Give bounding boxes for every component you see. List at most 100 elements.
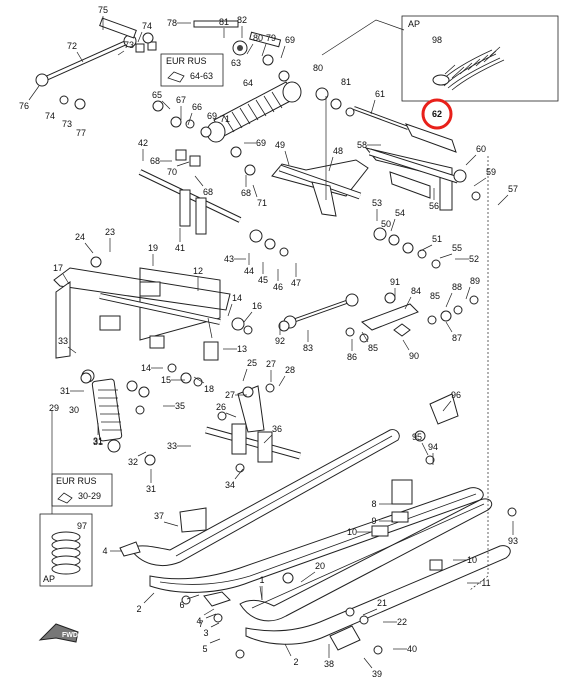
callout-26: 26 [216,402,237,418]
callout-85a: 85 [430,291,440,301]
callout-number: 94 [428,442,438,452]
callout-number: 20 [315,561,325,571]
leader-line [404,296,412,310]
callout-22: 22 [383,617,407,627]
callout-number: 17 [53,263,63,273]
callout-79: 79 [261,33,276,57]
leader-line [278,375,286,387]
callout-48: 48 [328,146,343,172]
callout-73a: 73 [117,40,134,56]
leader-line [280,45,286,59]
callout-number: 37 [154,511,164,521]
leader-line [161,100,171,110]
callout-43: 43 [224,254,246,264]
callout-number: 87 [452,333,462,343]
slide-rail-1 [239,498,493,622]
callout-number: 3 [203,628,208,638]
callout-number: 82 [237,15,247,25]
rod-83 [283,293,359,329]
callout-number: 24 [75,232,85,242]
callout-number: 48 [333,146,343,156]
highlight-62 [421,98,453,130]
callout-57: 57 [497,184,518,206]
callout-number: 1 [259,575,264,585]
callout-88: 88 [445,282,462,308]
callout-42: 42 [138,138,148,161]
callout-46: 46 [273,269,283,292]
callout-number: 22 [397,617,407,627]
callout-72: 72 [67,41,84,63]
callout-25: 25 [242,358,257,382]
callout-29: 29 [49,403,59,413]
callout-19: 19 [148,243,158,266]
callout-85b: 85 [361,331,378,353]
callout-number: 77 [76,128,86,138]
callout-45: 45 [258,262,268,285]
leader-line [163,521,179,527]
callout-1: 1 [259,575,265,600]
callout-20: 20 [300,561,325,583]
callout-number: 30 [69,405,79,415]
callout-13: 13 [223,344,247,354]
callout-number: 35 [175,401,185,411]
callout-number: 65 [152,90,162,100]
callout-49: 49 [275,140,290,166]
leader-line [421,442,429,456]
callout-58: 58 [357,140,381,150]
callout-number: 26 [216,402,226,412]
ap-inset-top: AP [321,15,559,102]
callout-number: 68 [203,187,213,197]
leader-line [442,400,452,412]
leader-line [361,331,369,343]
leader-line [300,571,316,583]
callout-36: 36 [263,424,282,444]
callout-number: 25 [247,358,257,368]
eur-rus-bottom-title: EUR RUS [56,476,97,486]
callout-17: 17 [53,263,70,285]
callout-number: 81 [219,17,229,27]
leader-line [246,43,254,55]
callout-number: 9 [371,516,376,526]
leader-line [234,468,244,480]
bolt-61 [353,106,409,130]
callout-8: 8 [371,499,393,509]
leader-line [390,218,396,232]
callout-86: 86 [347,339,357,362]
callout-number: 42 [138,138,148,148]
callout-27b: 27 [225,390,247,400]
callout-10b: 10 [453,555,477,565]
callout-number: 32 [128,457,138,467]
callout-23: 23 [105,227,115,252]
upper-linkage [35,17,282,87]
callout-number: 2 [293,657,298,667]
callout-39: 39 [363,657,382,679]
eur-rus-inset-bottom: EUR RUS 30-29 [51,473,113,507]
callout-number: 64 [243,78,253,88]
callout-74b: 74 [45,111,55,121]
callout-9: 9 [371,516,393,526]
forward-direction-indicator: FWD [38,623,79,643]
callout-6: 6 [179,594,200,610]
leader-line [28,85,40,101]
callout-70: 70 [167,161,190,177]
callout-68c: 68 [241,175,251,198]
callout-69b: 69 [207,111,217,121]
leader-line [117,50,125,56]
callout-number: 63 [231,58,241,68]
callout-number: 29 [49,403,59,413]
callout-number: 33 [58,336,68,346]
callout-80a: 80 [246,33,263,55]
callout-number: 44 [244,266,254,276]
callout-64: 64 [243,78,253,88]
callout-number: 38 [324,659,334,669]
callout-number: 72 [67,41,77,51]
callout-50: 50 [381,219,391,229]
leader-line [84,242,94,254]
leader-line [363,657,373,669]
callout-97: 97 [77,521,87,531]
callout-number: 31 [60,386,70,396]
bracket-62 [405,123,457,153]
callout-number: 10 [347,527,357,537]
rear-arm-56 [364,147,460,211]
